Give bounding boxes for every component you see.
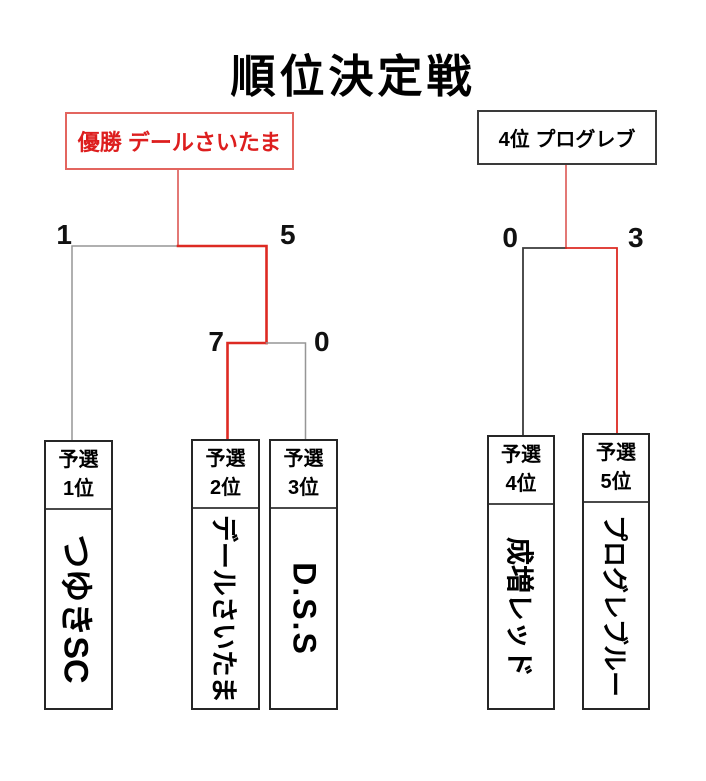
team-round-label: 予選	[596, 442, 636, 464]
score-right-match-left: 0	[502, 222, 518, 253]
champion-label: 優勝 デールさいたま	[77, 130, 282, 155]
team-name-vertical: プログレブルー	[599, 514, 630, 697]
team-name-cell: デールさいたま	[193, 509, 258, 708]
fourth-place-label: 4位 プログレブ	[498, 129, 636, 151]
team-round-label: 予選	[205, 448, 246, 470]
team-box-1: 予選 1位 つゆきSC	[44, 440, 113, 710]
team-name-cell: プログレブルー	[584, 503, 648, 708]
team-box-5: 予選 5位 プログレブルー	[582, 433, 650, 710]
team-name-cell: 成増レッド	[489, 505, 553, 708]
team-name-vertical: D.S.S	[286, 561, 322, 656]
team-round-label: 予選	[501, 444, 541, 466]
team-round-label: 予選	[283, 448, 324, 470]
final-right-connector	[176, 244, 268, 345]
team-rank-label: 5位	[600, 471, 632, 493]
team-rank-header: 予選 4位	[489, 437, 553, 505]
team-box-4: 予選 4位 成増レッド	[487, 435, 555, 710]
semifinal-right-connector	[265, 342, 307, 440]
score-semifinal-right: 0	[314, 326, 330, 357]
score-semifinal-left: 7	[208, 326, 224, 357]
team-box-2: 予選 2位 デールさいたま	[191, 439, 260, 710]
score-final-left: 1	[56, 219, 72, 250]
score-final-right: 5	[280, 219, 296, 250]
fourth-place-box: 4位 プログレブ	[477, 110, 657, 165]
team-name-vertical: つゆきSC	[56, 534, 94, 684]
team-name-vertical: 成増レッド	[504, 536, 535, 677]
team-rank-header: 予選 3位	[271, 441, 336, 509]
champion-box: 優勝 デールさいたま	[65, 112, 294, 170]
team-rank-label: 1位	[62, 478, 95, 500]
team-rank-header: 予選 5位	[584, 435, 648, 503]
team-rank-label: 2位	[209, 477, 242, 499]
final-left-connector	[71, 245, 179, 441]
semifinal-left-connector	[226, 341, 268, 441]
page-title: 順位決定戦	[230, 51, 476, 102]
team-name-cell: D.S.S	[271, 509, 336, 708]
team-round-label: 予選	[58, 449, 99, 471]
team-rank-header: 予選 1位	[46, 442, 111, 510]
team-name-vertical: デールさいたま	[208, 514, 238, 703]
team-rank-header: 予選 2位	[193, 441, 258, 509]
right-match-right-connector	[565, 247, 618, 434]
team-rank-label: 3位	[287, 477, 320, 499]
team-name-cell: つゆきSC	[46, 510, 111, 708]
right-match-left-connector	[522, 247, 567, 436]
team-box-3: 予選 3位 D.S.S	[269, 439, 338, 710]
team-rank-label: 4位	[505, 473, 537, 495]
score-right-match-right: 3	[628, 222, 644, 253]
